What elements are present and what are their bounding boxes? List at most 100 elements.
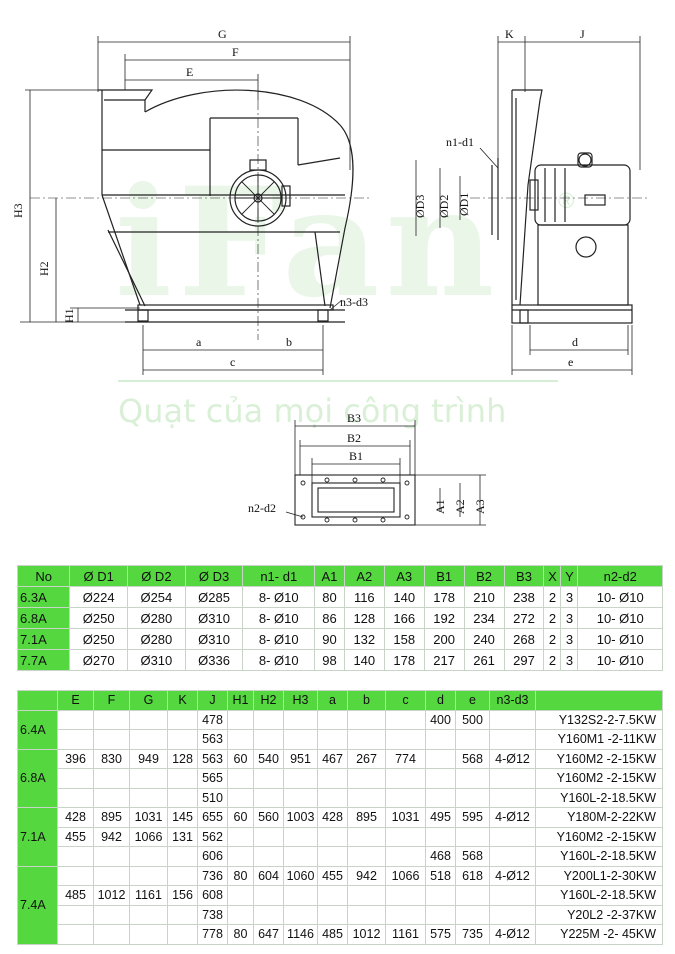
table-cell: 90 [314, 628, 345, 650]
dim-label-b: b [286, 335, 292, 349]
table-cell [385, 904, 426, 925]
table-cell [167, 846, 198, 867]
table-cell: 10- Ø10 [577, 628, 663, 650]
table2-header: G [129, 690, 168, 711]
table-cell: 568 [455, 846, 490, 867]
table-cell: 2 [543, 586, 562, 608]
dim-label-d: d [572, 335, 578, 349]
table-cell [455, 768, 490, 789]
table-cell: 735 [455, 924, 490, 945]
table-cell: Ø254 [127, 586, 186, 608]
table-cell [347, 904, 386, 925]
table-cell [317, 729, 348, 750]
table-cell: 604 [253, 865, 284, 886]
table1-header: Ø D1 [69, 565, 129, 587]
motor-model-cell: Y132S2-2-7.5KW [535, 709, 663, 730]
table-cell: 8- Ø10 [242, 607, 316, 629]
table-cell: 396 [57, 748, 94, 769]
front-housing [512, 89, 543, 306]
table-cell: 400 [425, 709, 456, 730]
table1-header: A1 [314, 565, 345, 587]
table-cell: 60 [227, 748, 254, 769]
table-cell [129, 904, 168, 925]
table-cell [129, 924, 168, 945]
table-cell [283, 846, 318, 867]
table-cell [129, 729, 168, 750]
table-cell [347, 729, 386, 750]
table1-header: n1- d1 [242, 565, 316, 587]
dim-label-n2-d2: n2-d2 [248, 501, 276, 515]
dim-label-a: a [196, 335, 202, 349]
table-cell [489, 885, 536, 906]
table-cell [227, 904, 254, 925]
table-cell: 540 [253, 748, 284, 769]
table-cell [93, 924, 130, 945]
table-cell: 4-Ø12 [489, 748, 536, 769]
table-cell [57, 904, 94, 925]
table1-header: A2 [343, 565, 385, 587]
table1-header: B2 [463, 565, 505, 587]
model-group-cell: 7.1A [17, 807, 58, 867]
table2-header: K [167, 690, 198, 711]
table-cell: 178 [383, 649, 425, 671]
table-cell: 156 [167, 885, 198, 906]
table-cell: Ø336 [184, 649, 244, 671]
dim-label-b3: B3 [347, 411, 361, 425]
model-group-cell: 7.4A [17, 865, 58, 945]
technical-drawing: G F E H3 H2 H1 a b c n3-d3 [11, 27, 650, 526]
table-cell: 647 [253, 924, 284, 945]
table-cell [425, 748, 456, 769]
table-cell [227, 846, 254, 867]
table-cell: 736 [197, 865, 228, 886]
table1-header: A3 [383, 565, 425, 587]
table-cell [455, 826, 490, 847]
watermark-slogan: Quạt của mọi công trình [118, 392, 507, 430]
table-cell: 1060 [283, 865, 318, 886]
table2-header: J [197, 690, 228, 711]
table-cell [129, 768, 168, 789]
table-cell [129, 865, 168, 886]
motor-model-cell: Y160M1 -2-11KW [535, 729, 663, 750]
table-cell [347, 826, 386, 847]
dim-label-a3: A3 [473, 499, 487, 514]
table-cell: 4-Ø12 [489, 865, 536, 886]
table-cell [347, 846, 386, 867]
dim-label-b2: B2 [347, 431, 361, 445]
table-cell [455, 729, 490, 750]
dim-label-a1: A1 [433, 499, 447, 514]
table-cell [93, 865, 130, 886]
table-cell [283, 729, 318, 750]
table-cell: 618 [455, 865, 490, 886]
table-cell [347, 709, 386, 730]
table-cell [347, 885, 386, 906]
table-cell: 951 [283, 748, 318, 769]
table-cell: Ø310 [184, 607, 244, 629]
table-cell: 778 [197, 924, 228, 945]
table-cell: Ø285 [184, 586, 244, 608]
table-cell: 774 [385, 748, 426, 769]
flange-dimension-table: No Ø D1 Ø D2 Ø D3 n1- d1 A1 A2 A3 B1 B2 … [16, 565, 663, 671]
table-cell [167, 865, 198, 886]
side-view [30, 89, 370, 340]
table2-header [17, 690, 58, 711]
dim-label-h1: H1 [62, 308, 76, 323]
table-cell: 568 [455, 748, 490, 769]
dim-label-h2: H2 [37, 261, 51, 276]
table-cell [93, 768, 130, 789]
table-cell: 192 [423, 607, 465, 629]
table-cell [253, 846, 284, 867]
table-cell: 895 [347, 807, 386, 828]
table-cell [283, 904, 318, 925]
table-cell: 8- Ø10 [242, 586, 316, 608]
table-cell [93, 709, 130, 730]
